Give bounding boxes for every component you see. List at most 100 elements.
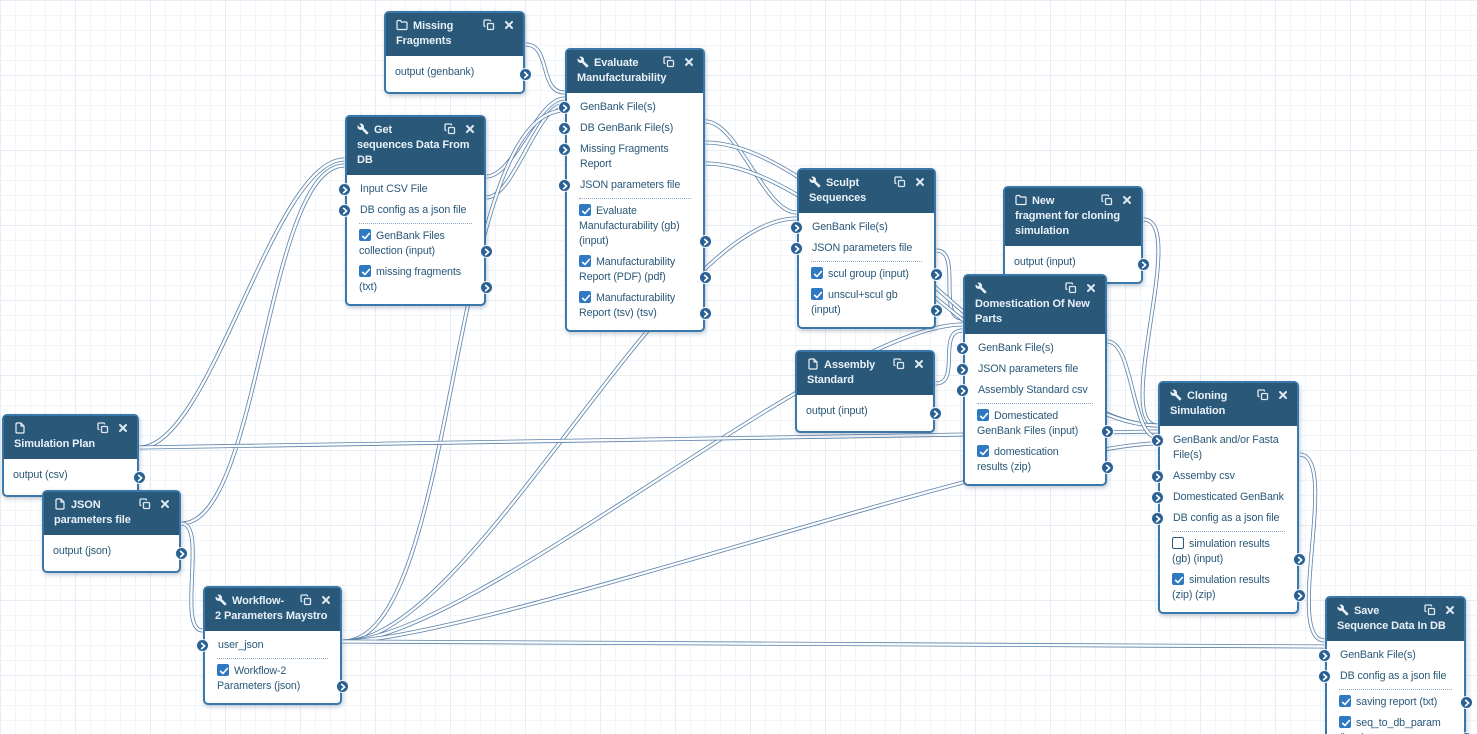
connection-wire (342, 639, 1325, 649)
input-port[interactable] (1318, 670, 1331, 683)
output-checkbox-unchecked[interactable] (1172, 537, 1184, 549)
input-port[interactable] (1151, 512, 1164, 525)
output-checkbox-checked[interactable] (1339, 695, 1351, 707)
close-node-button[interactable] (464, 123, 476, 135)
copy-node-button[interactable] (300, 594, 312, 606)
input-port[interactable] (196, 639, 209, 652)
copy-node-button[interactable] (483, 19, 495, 31)
close-node-button[interactable] (683, 56, 695, 68)
node-header[interactable]: New fragment for cloning simulation (1005, 188, 1141, 246)
output-port[interactable] (929, 407, 942, 420)
close-node-button[interactable] (1277, 389, 1289, 401)
node-header[interactable]: Domestication Of New Parts (965, 276, 1105, 334)
close-node-button[interactable] (117, 422, 129, 434)
input-port[interactable] (1151, 470, 1164, 483)
input-port[interactable] (558, 101, 571, 114)
input-port[interactable] (956, 384, 969, 397)
close-node-button[interactable] (1085, 282, 1097, 294)
output-port[interactable] (1460, 696, 1473, 709)
output-checkbox-checked[interactable] (359, 265, 371, 277)
copy-node-button[interactable] (1257, 389, 1269, 401)
output-checkbox-checked[interactable] (977, 409, 989, 421)
output-port[interactable] (133, 471, 146, 484)
node-header[interactable]: Missing Fragments (386, 13, 523, 56)
output-checkbox-checked[interactable] (359, 229, 371, 241)
copy-node-button[interactable] (139, 498, 151, 510)
close-node-button[interactable] (913, 358, 925, 370)
output-port[interactable] (519, 68, 532, 81)
input-port[interactable] (558, 179, 571, 192)
node-header[interactable]: Save Sequence Data In DB (1327, 598, 1464, 641)
copy-node-button[interactable] (663, 56, 675, 68)
copy-node-button[interactable] (444, 123, 456, 135)
output-port[interactable] (699, 271, 712, 284)
node-header[interactable]: Simulation Plan (4, 416, 137, 459)
output-port[interactable] (930, 304, 943, 317)
node-header[interactable]: Workflow-2 Parameters Maystro (205, 588, 340, 631)
output-checkbox-checked[interactable] (1339, 716, 1351, 728)
input-port[interactable] (956, 363, 969, 376)
output-checkbox-checked[interactable] (811, 288, 823, 300)
input-port[interactable] (1318, 649, 1331, 662)
output-port[interactable] (699, 235, 712, 248)
copy-node-button[interactable] (1101, 194, 1113, 206)
close-node-button[interactable] (914, 176, 926, 188)
output-checkbox-checked[interactable] (579, 255, 591, 267)
node-header[interactable]: Cloning Simulation (1160, 383, 1297, 426)
input-port[interactable] (790, 242, 803, 255)
input-port[interactable] (338, 183, 351, 196)
input-port[interactable] (338, 204, 351, 217)
input-port[interactable] (558, 143, 571, 156)
output-port[interactable] (1101, 425, 1114, 438)
output-checkbox-checked[interactable] (1172, 573, 1184, 585)
output-port[interactable] (480, 281, 493, 294)
output-port[interactable] (336, 680, 349, 693)
copy-node-button[interactable] (893, 358, 905, 370)
close-node-button[interactable] (503, 19, 515, 31)
node-header[interactable]: JSON parameters file (44, 492, 179, 535)
input-port[interactable] (1151, 434, 1164, 447)
output-port[interactable] (1101, 461, 1114, 474)
close-node-button[interactable] (159, 498, 171, 510)
output-port[interactable] (699, 307, 712, 320)
output-port[interactable] (480, 245, 493, 258)
input-port[interactable] (956, 342, 969, 355)
node-header[interactable]: Evaluate Manufacturability (567, 50, 703, 93)
copy-node-button[interactable] (1424, 604, 1436, 616)
input-port[interactable] (1151, 491, 1164, 504)
copy-node-button[interactable] (894, 176, 906, 188)
output-port[interactable] (1293, 589, 1306, 602)
output-port[interactable] (1137, 258, 1150, 271)
close-node-button[interactable] (1444, 604, 1456, 616)
output-port[interactable] (1293, 553, 1306, 566)
output-checkbox-checked[interactable] (579, 204, 591, 216)
output-checkbox-checked[interactable] (977, 445, 989, 457)
copy-node-button[interactable] (97, 422, 109, 434)
node-header[interactable]: Assembly Standard (797, 352, 933, 395)
node-header[interactable]: Get sequences Data From DB (347, 117, 484, 175)
node-header[interactable]: Sculpt Sequences (799, 170, 934, 213)
close-node-button[interactable] (1121, 194, 1133, 206)
output-port[interactable] (175, 547, 188, 560)
input-port[interactable] (790, 221, 803, 234)
output-checkbox-checked[interactable] (217, 664, 229, 676)
input-port[interactable] (558, 122, 571, 135)
output-port[interactable] (930, 268, 943, 281)
output-checkbox-checked[interactable] (811, 267, 823, 279)
output-checkbox-checked[interactable] (579, 291, 591, 303)
copy-node-button[interactable] (1065, 282, 1077, 294)
close-node-button[interactable] (320, 594, 332, 606)
